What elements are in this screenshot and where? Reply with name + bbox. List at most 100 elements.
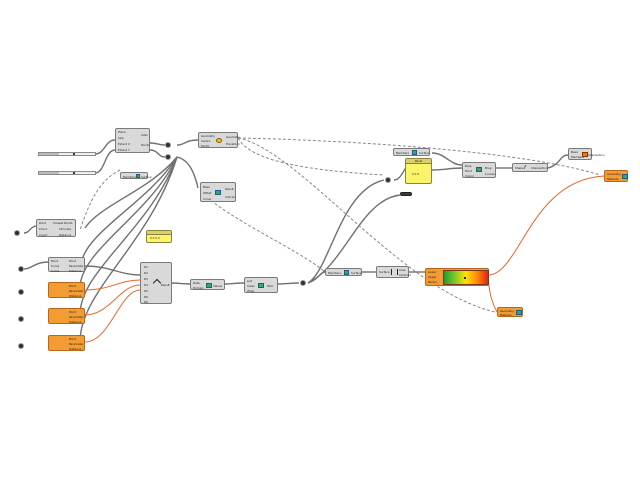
input-port[interactable]: Domain <box>193 286 204 290</box>
slider-grip[interactable] <box>73 153 75 155</box>
component-node[interactable]: Base Members Intersection <box>568 148 605 160</box>
relay-node[interactable] <box>18 289 24 295</box>
component-node[interactable]: List Index Wrap Item <box>244 277 278 293</box>
slider-grip[interactable] <box>73 172 75 174</box>
output-port[interactable]: Surface <box>351 271 362 275</box>
gradient-bar[interactable] <box>443 270 489 285</box>
output-port[interactable]: Distance <box>69 347 82 351</box>
component-node[interactable]: Members Surface <box>393 148 430 156</box>
input-port[interactable]: Base <box>571 150 578 154</box>
input-port[interactable]: Material <box>607 177 619 181</box>
gradient-input-param[interactable]: Param <box>428 280 437 284</box>
output-port[interactable]: Closest Points <box>53 221 73 225</box>
input-port[interactable]: Data <box>193 281 200 285</box>
input-port[interactable]: Point <box>51 259 58 263</box>
input-port[interactable]: D5 <box>144 289 148 293</box>
input-port[interactable]: Index <box>247 284 255 288</box>
output-port[interactable]: Item <box>267 284 274 288</box>
output-port[interactable]: Area <box>399 268 406 272</box>
number-slider[interactable] <box>38 171 96 175</box>
output-port[interactable]: Parameter <box>69 289 84 293</box>
output-port[interactable]: Point <box>69 259 76 263</box>
component-node[interactable]: Geometry Centre Factor Geometry Transfor… <box>198 132 240 148</box>
output-port[interactable]: Intersection <box>531 166 548 170</box>
input-port[interactable]: D4 <box>144 283 148 287</box>
output-port[interactable]: Parameter <box>69 315 84 319</box>
input-port[interactable]: Members <box>571 155 584 159</box>
output-port[interactable]: Curves <box>485 172 495 176</box>
input-port[interactable]: Curve <box>51 264 60 268</box>
relay-node[interactable] <box>18 343 24 349</box>
component-node[interactable]: Brep Point Colour Brep Curves <box>462 162 496 178</box>
output-port[interactable]: Points <box>141 143 150 147</box>
output-port[interactable]: Parameter <box>69 342 84 346</box>
relay-node[interactable] <box>300 280 306 286</box>
input-port[interactable]: Material <box>500 313 512 317</box>
output-port[interactable]: Distance <box>59 233 72 237</box>
input-port[interactable]: D1 <box>144 265 148 269</box>
output-port[interactable]: Point <box>69 310 76 314</box>
output-port[interactable]: Distance <box>69 320 82 324</box>
component-node[interactable]: Data Domain Values <box>190 279 225 290</box>
output-port[interactable]: Centroid <box>399 273 411 277</box>
input-port[interactable]: Wrap <box>247 289 255 293</box>
output-port[interactable]: Distance <box>69 269 82 273</box>
input-port[interactable]: D6 <box>144 300 148 304</box>
input-port[interactable]: Brep <box>465 164 472 168</box>
panel-right[interactable]: Panel 0 0 0 <box>405 158 432 184</box>
relay-node[interactable] <box>165 154 171 160</box>
gradient-node[interactable]: Lower Upper Param <box>425 268 489 286</box>
output-port[interactable]: Surface <box>141 175 152 179</box>
relay-node[interactable] <box>165 142 171 148</box>
input-port[interactable]: D3 <box>144 277 148 281</box>
output-port[interactable]: Result <box>225 187 234 191</box>
input-port[interactable]: Offset <box>203 191 212 195</box>
relay-node[interactable] <box>18 266 24 272</box>
input-port[interactable]: Centre <box>201 139 211 143</box>
input-port[interactable]: Extent X <box>118 142 130 146</box>
output-port[interactable]: Surface <box>419 151 430 155</box>
panel-left[interactable]: 0 0 0 0 <box>146 230 172 243</box>
input-port[interactable]: Members <box>328 271 341 275</box>
input-port[interactable]: Surface <box>379 270 390 274</box>
relay-node[interactable] <box>14 230 20 236</box>
relay-bar[interactable] <box>400 192 412 196</box>
input-port[interactable]: D6 <box>144 295 148 299</box>
gradient-input-upper[interactable]: Upper <box>428 275 437 279</box>
input-port[interactable]: Curve <box>51 269 60 273</box>
output-port[interactable]: Values <box>213 284 223 288</box>
output-port[interactable]: Result <box>161 283 170 287</box>
input-port[interactable]: Count <box>39 233 48 237</box>
input-port[interactable]: Geometry <box>607 172 621 176</box>
input-port[interactable]: Extent Y <box>118 148 130 152</box>
input-port[interactable]: Point <box>465 169 472 173</box>
output-port[interactable]: Point <box>69 284 76 288</box>
component-node[interactable]: Plane Size Extent X Extent Y Cells Point… <box>115 128 150 153</box>
input-port[interactable]: Geometry <box>201 134 215 138</box>
merge-node[interactable]: D1 D2 D3 D4 D5 D6 D6 Result <box>140 262 172 304</box>
relay-node[interactable] <box>385 177 391 183</box>
input-port[interactable]: Plane <box>118 130 126 134</box>
output-port[interactable]: Point <box>69 337 76 341</box>
component-node[interactable]: Members Surface <box>325 268 362 276</box>
relay-node[interactable] <box>18 316 24 322</box>
input-port[interactable]: Members <box>123 175 136 179</box>
gradient-grip[interactable] <box>464 277 466 279</box>
component-node[interactable]: Members Surface <box>120 172 152 179</box>
component-node-orange[interactable]: Point Parameter Distance <box>48 335 85 351</box>
input-port[interactable]: Colour <box>465 174 475 178</box>
output-port[interactable]: Brep <box>485 166 492 170</box>
input-port[interactable]: Cloud <box>39 227 47 231</box>
output-port[interactable]: Distance <box>69 294 82 298</box>
custom-preview-node[interactable]: Geometry Material <box>497 307 523 317</box>
component-node-orange[interactable]: Point Parameter Distance <box>48 308 85 324</box>
component-node[interactable]: Surface Area Centroid <box>376 266 411 278</box>
input-port[interactable]: Factor <box>201 144 210 148</box>
output-port[interactable]: Intersection <box>588 153 605 157</box>
output-port[interactable]: CP Index <box>59 227 72 231</box>
input-port[interactable]: Curve <box>203 197 212 201</box>
gradient-input-lower[interactable]: Lower <box>428 270 437 274</box>
output-port[interactable]: Transform <box>226 142 240 146</box>
output-port[interactable]: Geometry <box>226 135 240 139</box>
custom-preview-node[interactable]: Geometry Material <box>604 170 628 182</box>
